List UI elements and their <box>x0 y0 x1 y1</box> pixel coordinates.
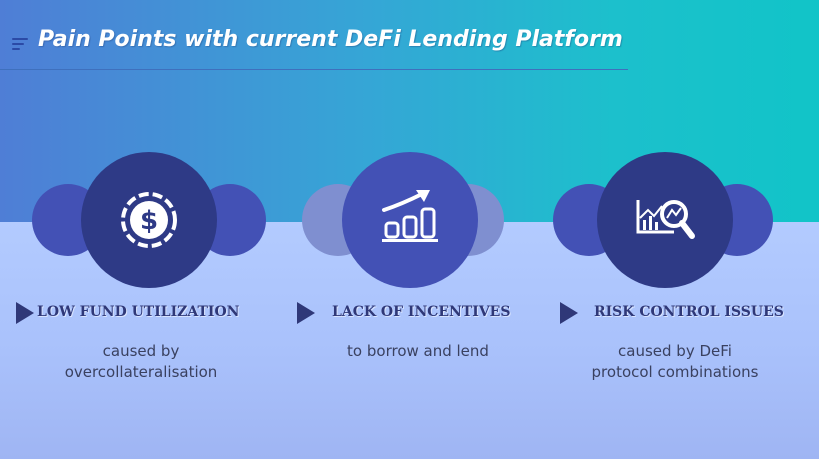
chart-magnifier-icon <box>636 200 695 239</box>
point-2-circle <box>342 152 478 288</box>
point-3-arrow-icon <box>560 302 578 324</box>
svg-text:$: $ <box>140 206 158 236</box>
point-1-caption-line-2: overcollateralisation <box>64 363 218 381</box>
point-2-label: LACK OF INCENTIVES <box>332 304 511 320</box>
dollar-coin-icon: $ <box>121 192 177 248</box>
menu-lines-icon <box>12 38 28 50</box>
point-2-caption-line-1: to borrow and lend <box>347 342 489 360</box>
point-3-label: RISK CONTROL ISSUES <box>594 304 784 320</box>
point-3-caption-line-1: caused by DeFi <box>618 342 732 360</box>
point-3-caption-line-2: protocol combinations <box>591 363 759 381</box>
point-1-arrow-icon <box>16 302 34 324</box>
point-3-caption: caused by DeFi protocol combinations <box>575 341 775 383</box>
point-2-caption: to borrow and lend <box>318 341 518 362</box>
growth-chart-icon <box>382 190 438 242</box>
title-divider <box>0 69 628 70</box>
point-1-caption-line-1: caused by <box>102 342 180 360</box>
point-1-caption: caused by overcollateralisation <box>41 341 241 383</box>
point-2-arrow-icon <box>297 302 315 324</box>
page-title: Pain Points with current DeFi Lending Pl… <box>38 27 623 52</box>
point-1-label: LOW FUND UTILIZATION <box>37 304 240 320</box>
